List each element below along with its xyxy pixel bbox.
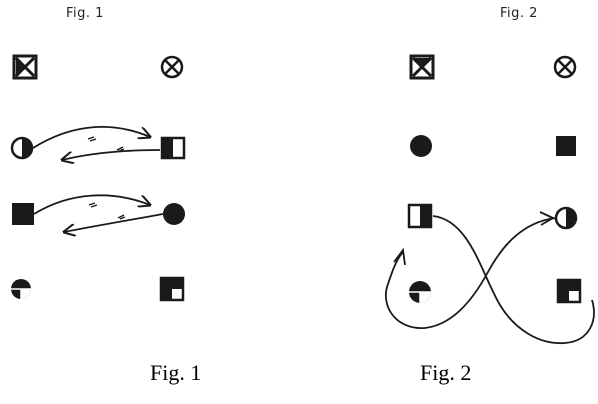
figure-1 bbox=[10, 54, 186, 302]
f1-circle-x-symbol bbox=[160, 55, 184, 79]
fig-1-caption: Fig. 1 bbox=[150, 360, 202, 385]
f1-arrow-row2-right bbox=[32, 126, 150, 149]
fig-1-header: Fig. 1 bbox=[66, 6, 104, 21]
f1-arrow-row3-right bbox=[33, 194, 150, 215]
fig-2-caption: Fig. 2 bbox=[420, 360, 472, 385]
f2-square-quadrant-symbol bbox=[556, 278, 582, 304]
figure-2 bbox=[384, 54, 595, 344]
f1-tick-mark bbox=[116, 146, 125, 152]
f1-square-quadrant-symbol bbox=[159, 276, 185, 302]
f1-arrow-row2-left bbox=[62, 149, 161, 160]
f1-square-x-symbol bbox=[12, 54, 38, 80]
f2-square-filled-symbol bbox=[556, 136, 576, 156]
fig-2-header: Fig. 2 bbox=[500, 6, 538, 21]
f1-tick-mark bbox=[87, 136, 97, 142]
f2-circle-right-half-symbol bbox=[554, 206, 578, 230]
f1-tick-mark bbox=[88, 202, 98, 208]
f2-square-right-half-symbol bbox=[407, 203, 433, 229]
f2-circle-x-symbol bbox=[553, 55, 577, 79]
f2-arrowhead-right bbox=[539, 211, 555, 226]
f1-circle-left-half-symbol bbox=[10, 136, 34, 160]
f2-arrowhead-left bbox=[393, 247, 406, 266]
f1-square-right-half-symbol bbox=[160, 136, 186, 160]
f1-tick-mark bbox=[117, 214, 126, 220]
f1-arrow-row3-left bbox=[64, 213, 164, 232]
f1-circle-quadrant-symbol bbox=[11, 279, 31, 299]
f1-square-filled-symbol bbox=[12, 203, 34, 225]
f2-circle-filled-symbol bbox=[410, 135, 432, 157]
f2-square-x-symbol bbox=[409, 54, 435, 80]
f2-figure-eight-path bbox=[384, 215, 595, 344]
f1-circle-filled-symbol bbox=[163, 203, 185, 225]
f2-circle-quadrant-symbol bbox=[409, 281, 431, 303]
